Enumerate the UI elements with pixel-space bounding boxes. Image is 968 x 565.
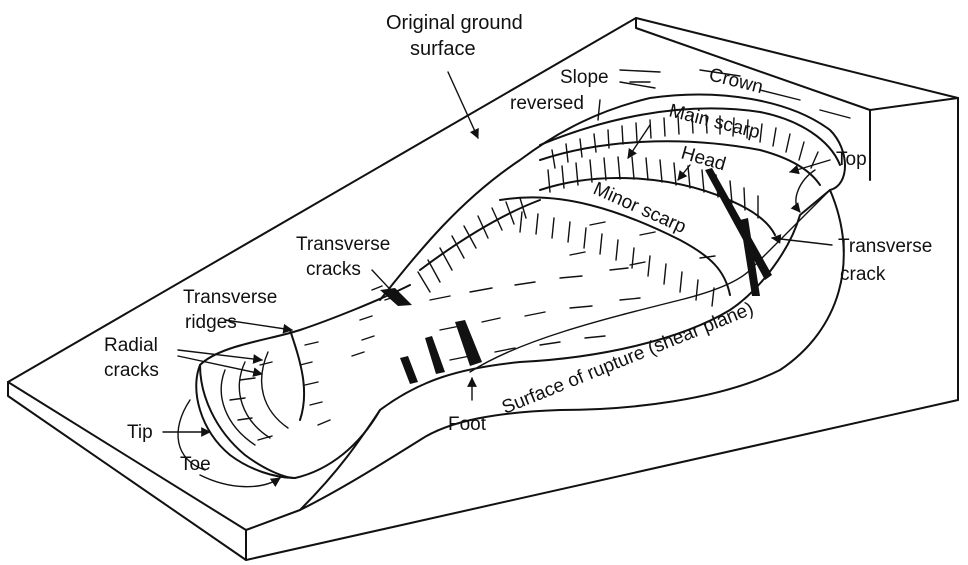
label-transverse-ridges-2: ridges xyxy=(185,312,237,333)
label-tip: Tip xyxy=(127,422,153,443)
label-transverse-crack-1: Transverse xyxy=(838,236,932,257)
label-toe: Toe xyxy=(180,454,211,475)
toe-ridges xyxy=(221,352,288,445)
label-transverse-crack-2: crack xyxy=(840,264,886,285)
arrow-toe xyxy=(200,475,280,487)
label-surface-of-rupture: Surface of rupture (shear plane) xyxy=(499,298,757,418)
body-left-upper xyxy=(420,200,540,270)
label-radial: Radial xyxy=(104,335,158,356)
label-original-ground: Original ground xyxy=(386,12,523,34)
landslide-body xyxy=(196,95,845,478)
label-foot: Foot xyxy=(448,414,487,435)
label-main-scarp: Main scarp xyxy=(667,100,762,143)
label-transverse-ridges-1: Transverse xyxy=(183,287,277,308)
label-reversed: reversed xyxy=(510,93,584,114)
label-slope: Slope xyxy=(560,67,609,88)
arrow-top xyxy=(790,160,830,172)
transverse-ridge xyxy=(290,330,304,420)
label-transverse-cracks-2: cracks xyxy=(306,259,361,280)
minor-scarp-lower xyxy=(500,197,730,295)
label-original-surface: surface xyxy=(410,38,476,60)
label-top: Top xyxy=(836,149,867,170)
labels: Original ground surface Slope reversed C… xyxy=(104,12,932,475)
arrow-slope-reversed xyxy=(598,100,600,120)
upper-step-corner xyxy=(870,98,958,110)
label-transverse-cracks-1: Transverse xyxy=(296,234,390,255)
label-radial-cracks: cracks xyxy=(104,360,159,381)
arrow-transverse-crack xyxy=(772,238,832,245)
arrow-original-ground xyxy=(448,72,478,138)
crown-dash xyxy=(620,82,655,88)
block-bottom-join xyxy=(246,510,300,530)
block-top-edge xyxy=(8,18,958,382)
